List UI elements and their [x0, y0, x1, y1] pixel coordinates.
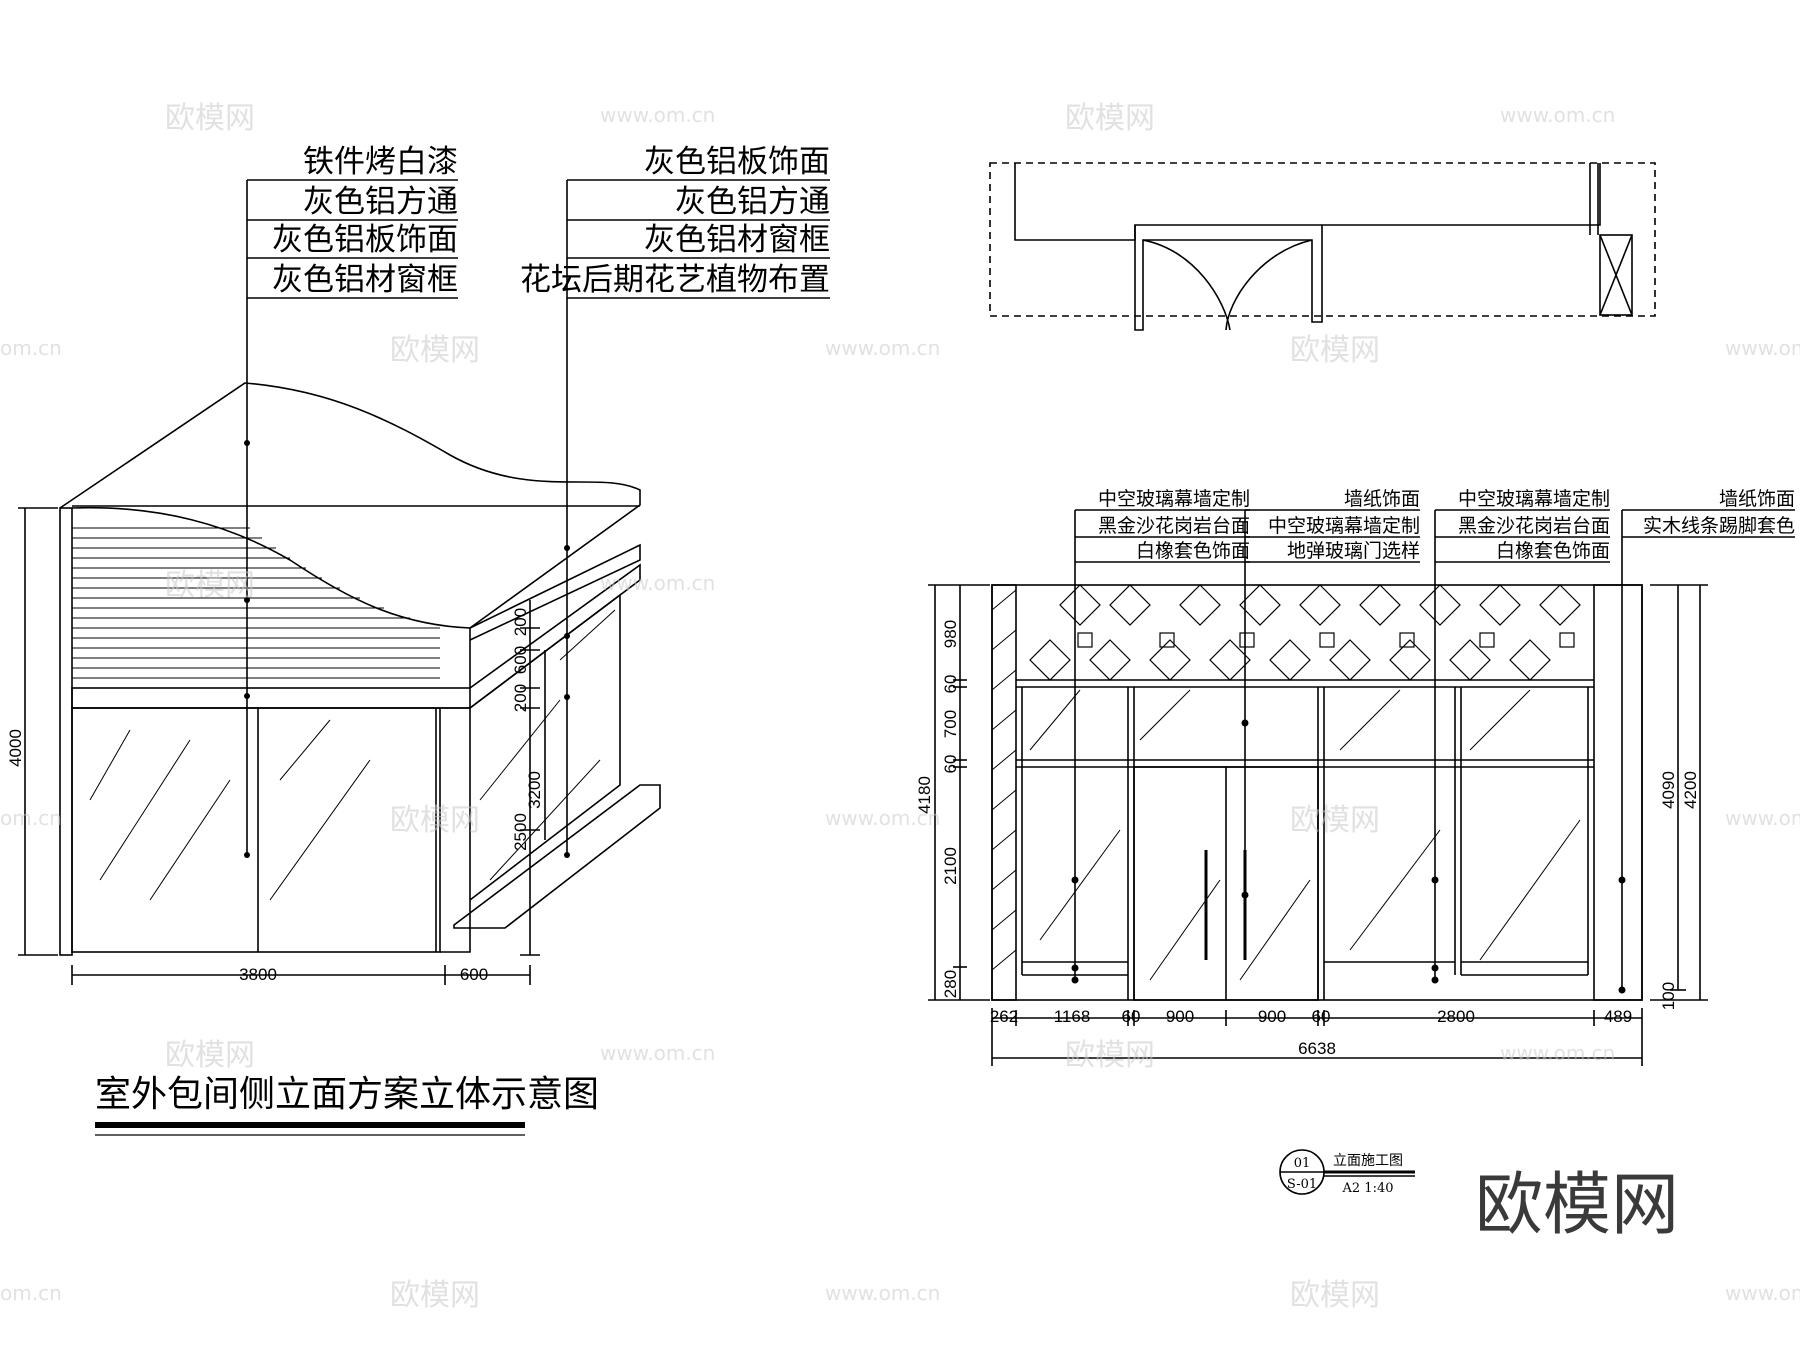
- svg-text:地弹玻璃门选样: 地弹玻璃门选样: [1287, 540, 1420, 562]
- svg-text:1168: 1168: [1054, 1007, 1091, 1026]
- svg-text:欧模网: 欧模网: [165, 101, 255, 136]
- svg-text:欧模网: 欧模网: [165, 1038, 255, 1073]
- right-callouts: 灰色铝板饰面 灰色铝方通 灰色铝材窗框 花坛后期花艺植物布置: [520, 144, 830, 298]
- svg-text:www.om.cn: www.om.cn: [1725, 806, 1800, 830]
- svg-text:实木线条踢脚套色: 实木线条踢脚套色: [1643, 515, 1795, 537]
- svg-text:A2 1:40: A2 1:40: [1342, 1181, 1394, 1196]
- svg-text:欧模网: 欧模网: [1065, 101, 1155, 136]
- svg-text:S-01: S-01: [1287, 1177, 1317, 1192]
- svg-text:墙纸饰面: 墙纸饰面: [1719, 488, 1795, 510]
- svg-text:www.om.cn: www.om.cn: [1500, 103, 1615, 127]
- svg-text:中空玻璃幕墙定制: 中空玻璃幕墙定制: [1098, 488, 1250, 510]
- aluminum-louvers: [72, 527, 440, 689]
- svg-text:4180: 4180: [915, 776, 934, 814]
- callout-planter: 花坛后期花艺植物布置: [520, 262, 830, 298]
- callout-gray-alu-panel: 灰色铝板饰面: [272, 222, 458, 258]
- svg-text:欧模网: 欧模网: [1290, 803, 1380, 838]
- svg-text:om.cn: om.cn: [0, 806, 62, 830]
- svg-text:3800: 3800: [239, 965, 277, 984]
- plan-view: [989, 162, 1656, 331]
- callout-gray-alu-panel-2: 灰色铝板饰面: [644, 144, 830, 180]
- svg-text:欧模网: 欧模网: [390, 1278, 480, 1313]
- svg-text:600: 600: [511, 646, 530, 674]
- svg-text:489: 489: [1604, 1007, 1632, 1026]
- svg-text:60: 60: [1122, 1007, 1141, 1026]
- front-elevation: [928, 509, 1795, 1195]
- svg-text:立面施工图: 立面施工图: [1333, 1153, 1403, 1169]
- svg-text:白橡套色饰面: 白橡套色饰面: [1136, 540, 1250, 562]
- svg-text:www.om.cn: www.om.cn: [825, 336, 940, 360]
- svg-text:4000: 4000: [6, 729, 25, 767]
- svg-text:4090: 4090: [1659, 771, 1678, 809]
- svg-text:www.om.cn: www.om.cn: [1500, 1041, 1615, 1065]
- svg-text:60: 60: [941, 755, 960, 774]
- title-block: 01 S-01 立面施工图 A2 1:40: [1287, 1153, 1403, 1196]
- svg-text:www.om.cn: www.om.cn: [600, 1041, 715, 1065]
- svg-text:280: 280: [941, 970, 960, 998]
- callout-gray-alu-frame-2: 灰色铝材窗框: [644, 222, 830, 258]
- svg-text:欧模网: 欧模网: [1290, 333, 1380, 368]
- svg-text:60: 60: [1312, 1007, 1331, 1026]
- svg-text:01: 01: [1294, 1156, 1311, 1171]
- svg-text:3200: 3200: [525, 771, 544, 809]
- watermark-layer: 欧模网 www.om.cn 欧模网 www.om.cn om.cn 欧模网 ww…: [0, 101, 1800, 1313]
- left-dimensions: 4000 3800 600 200 600 200 3200 2500: [6, 608, 544, 984]
- svg-text:中空玻璃幕墙定制: 中空玻璃幕墙定制: [1268, 515, 1420, 537]
- svg-text:900: 900: [1258, 1007, 1286, 1026]
- elevation-dimensions: 980 60 700 60 2100 280 4180 4090 4200 10…: [915, 620, 1700, 1058]
- svg-text:900: 900: [1166, 1007, 1194, 1026]
- svg-text:6638: 6638: [1298, 1039, 1336, 1058]
- callout-gray-alu-tube-2: 灰色铝方通: [675, 184, 830, 220]
- svg-text:欧模网: 欧模网: [390, 333, 480, 368]
- svg-text:om.cn: om.cn: [0, 336, 62, 360]
- svg-text:www.om.cn: www.om.cn: [825, 806, 940, 830]
- svg-text:白橡套色饰面: 白橡套色饰面: [1496, 540, 1610, 562]
- svg-text:www.om.cn: www.om.cn: [600, 103, 715, 127]
- svg-text:www.om.cn: www.om.cn: [825, 1281, 940, 1305]
- svg-text:欧模网: 欧模网: [1290, 1278, 1380, 1313]
- svg-text:100: 100: [1659, 982, 1678, 1010]
- glass-hatch: [89, 609, 616, 901]
- svg-text:4200: 4200: [1681, 771, 1700, 809]
- svg-text:www.om.cn: www.om.cn: [600, 571, 715, 595]
- svg-text:2800: 2800: [1437, 1007, 1475, 1026]
- wallpaper-pattern: [1029, 584, 1581, 681]
- svg-text:60: 60: [941, 675, 960, 694]
- callout-gray-alu-tube: 灰色铝方通: [303, 184, 458, 220]
- svg-text:600: 600: [460, 965, 488, 984]
- svg-text:中空玻璃幕墙定制: 中空玻璃幕墙定制: [1458, 488, 1610, 510]
- svg-text:www.om.cn: www.om.cn: [1725, 1281, 1800, 1305]
- svg-text:200: 200: [511, 608, 530, 636]
- svg-text:www.om.cn: www.om.cn: [1725, 336, 1800, 360]
- svg-text:200: 200: [511, 684, 530, 712]
- svg-text:欧模网: 欧模网: [165, 568, 255, 603]
- callout-iron-white-paint: 铁件烤白漆: [303, 144, 458, 180]
- svg-text:黑金沙花岗岩台面: 黑金沙花岗岩台面: [1098, 515, 1250, 537]
- svg-text:欧模网: 欧模网: [390, 803, 480, 838]
- svg-text:262: 262: [990, 1007, 1018, 1026]
- svg-text:om.cn: om.cn: [0, 1281, 62, 1305]
- svg-text:黑金沙花岗岩台面: 黑金沙花岗岩台面: [1458, 515, 1610, 537]
- left-perspective-drawing: [18, 179, 830, 1136]
- svg-text:2500: 2500: [511, 813, 530, 851]
- left-callouts: 铁件烤白漆 灰色铝方通 灰色铝板饰面 灰色铝材窗框: [272, 144, 458, 298]
- svg-text:700: 700: [941, 710, 960, 738]
- logo-text: 欧模网: [1475, 1166, 1679, 1245]
- callout-gray-alu-frame: 灰色铝材窗框: [272, 262, 458, 298]
- svg-text:欧模网: 欧模网: [1065, 1038, 1155, 1073]
- svg-text:980: 980: [941, 620, 960, 648]
- svg-text:墙纸饰面: 墙纸饰面: [1344, 488, 1420, 510]
- svg-text:2100: 2100: [941, 847, 960, 885]
- elevation-callouts: 中空玻璃幕墙定制 黑金沙花岗岩台面 白橡套色饰面 墙纸饰面 中空玻璃幕墙定制 地…: [1098, 488, 1795, 562]
- left-drawing-title: 室外包间侧立面方案立体示意图: [95, 1074, 599, 1115]
